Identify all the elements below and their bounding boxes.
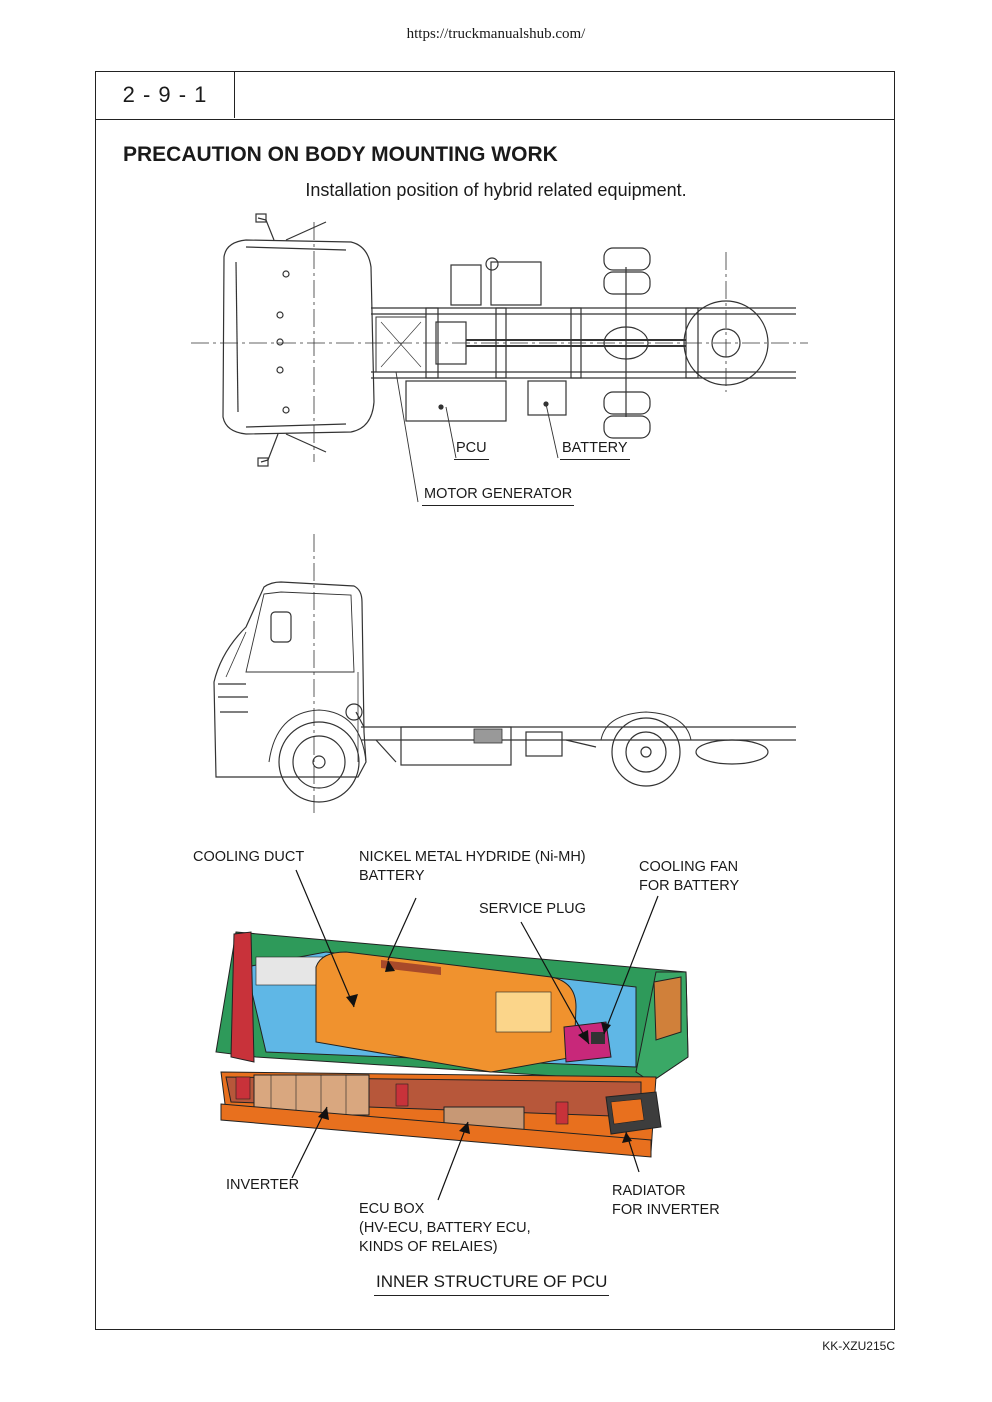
page-frame: 2 - 9 - 1 PRECAUTION ON BODY MOUNTING WO… xyxy=(95,71,895,1330)
side-view-truck-drawing xyxy=(213,534,796,817)
label-battery: BATTERY xyxy=(560,439,630,460)
figure-caption: INNER STRUCTURE OF PCU xyxy=(374,1272,610,1296)
label-nimh-battery: NICKEL METAL HYDRIDE (Ni-MH) BATTERY xyxy=(359,849,586,884)
label-pcu: PCU xyxy=(454,439,489,460)
label-motor-generator: MOTOR GENERATOR xyxy=(422,485,575,506)
label-ecu-box: ECU BOX (HV-ECU, BATTERY ECU, KINDS OF R… xyxy=(359,1201,531,1255)
label-inverter: INVERTER xyxy=(226,1177,300,1193)
document-code: KK-XZU215C xyxy=(822,1339,895,1353)
section-number: 2 - 9 - 1 xyxy=(96,72,235,118)
site-url: https://truckmanualshub.com/ xyxy=(406,26,586,42)
label-cooling-duct: COOLING DUCT xyxy=(193,849,305,865)
page-title: PRECAUTION ON BODY MOUNTING WORK xyxy=(123,143,558,166)
label-radiator: RADIATOR FOR INVERTER xyxy=(612,1183,720,1218)
top-view-chassis-drawing xyxy=(191,213,808,503)
label-service-plug: SERVICE PLUG xyxy=(479,901,586,917)
page-subtitle: Installation position of hybrid related … xyxy=(305,180,687,200)
label-cooling-fan: COOLING FAN FOR BATTERY xyxy=(639,859,740,894)
page-header: 2 - 9 - 1 xyxy=(96,72,894,120)
pcu-inner-structure-drawing xyxy=(215,869,689,1201)
drawings xyxy=(191,213,808,1201)
